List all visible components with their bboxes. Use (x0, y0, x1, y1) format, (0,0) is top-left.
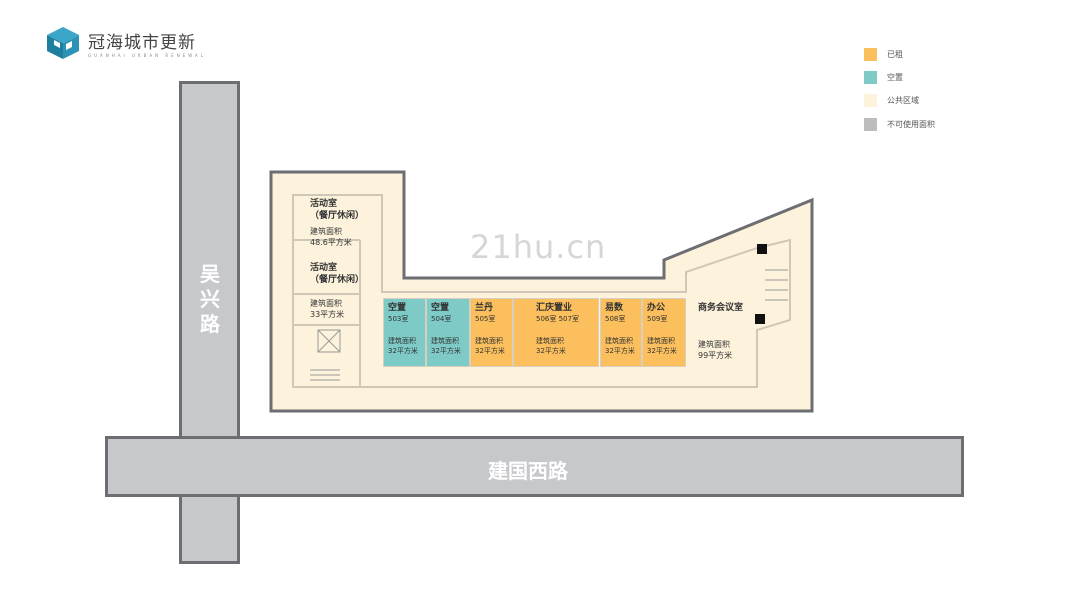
area-label: 建筑面积 (310, 299, 342, 308)
unit-number: 504室 (431, 315, 452, 323)
unit-name: 空置 (388, 303, 407, 313)
area-label: 建筑面积 (698, 340, 730, 349)
logo-cube-icon (47, 27, 79, 59)
area-value: 32平方米 (647, 347, 677, 355)
legend-swatch (864, 71, 877, 84)
legend-item-leased: 已租 (864, 48, 903, 61)
legend-label: 不可使用面积 (887, 120, 935, 129)
unit-name: 兰丹 (475, 303, 494, 313)
legend-label: 已租 (887, 50, 903, 59)
area-value: 32平方米 (388, 347, 418, 355)
legend-swatch (864, 94, 877, 107)
area-value: 32平方米 (605, 347, 635, 355)
activity-room-2: 活动室 （餐厅休闲） (310, 262, 364, 286)
unit-508[interactable]: 易数 508室建筑面积 32平方米 (600, 298, 642, 367)
legend-item-vacant: 空置 (864, 71, 903, 84)
area-value: 32平方米 (475, 347, 505, 355)
legend-item-public: 公共区域 (864, 94, 919, 107)
unit-506-507[interactable]: 汇庆置业 506室 507室建筑面积 32平方米 (513, 298, 599, 367)
unit-name: 办公 (647, 303, 666, 313)
unit-504[interactable]: 空置 504室建筑面积 32平方米 (426, 298, 470, 367)
unit-509[interactable]: 办公 509室建筑面积 32平方米 (642, 298, 686, 367)
area-label: 建筑面积 (647, 337, 675, 345)
area-value: 32平方米 (536, 347, 566, 355)
road-label-jianguoxi: 建国西路 (488, 459, 568, 483)
legend-label: 空置 (887, 73, 903, 82)
road-label-wuxing: 吴兴路 (200, 262, 220, 336)
unit-number: 503室 (388, 315, 409, 323)
area-label: 建筑面积 (310, 227, 342, 236)
unit-503[interactable]: 空置 503室建筑面积 32平方米 (383, 298, 426, 367)
unit-name: 易数 (605, 303, 624, 313)
area-value: 48.6平方米 (310, 238, 352, 247)
area-label: 建筑面积 (605, 337, 633, 345)
logo: 冠海城市更新 GUANHAI URBAN RENEWAL (46, 26, 206, 60)
area-label: 建筑面积 (431, 337, 459, 345)
watermark: 21hu.cn (470, 228, 607, 266)
area-label: 建筑面积 (388, 337, 416, 345)
area-label: 建筑面积 (536, 337, 564, 345)
logo-subtitle: GUANHAI URBAN RENEWAL (88, 53, 206, 58)
area-value: 33平方米 (310, 310, 345, 319)
unit-number: 505室 (475, 315, 496, 323)
area-label: 建筑面积 (475, 337, 503, 345)
unit-number: 506室 507室 (536, 315, 579, 323)
area-value: 32平方米 (431, 347, 461, 355)
unit-name: 空置 (431, 303, 450, 313)
unit-505[interactable]: 兰丹 505室建筑面积 32平方米 (470, 298, 513, 367)
room-name: 商务会议室 (698, 303, 744, 313)
legend-swatch (864, 118, 877, 131)
logo-name: 冠海城市更新 (88, 33, 196, 53)
room-33: 建筑面积 33平方米 (310, 298, 344, 320)
road-intersection (182, 439, 237, 494)
legend-swatch (864, 48, 877, 61)
activity-room-1: 活动室 （餐厅休闲） 建筑面积 48.6平方米 (310, 198, 364, 248)
unit-number: 509室 (647, 315, 668, 323)
unit-name: 汇庆置业 (536, 303, 573, 313)
meeting-room[interactable]: 商务会议室 建筑面积 99平方米 (698, 303, 743, 361)
unit-number: 508室 (605, 315, 626, 323)
area-value: 99平方米 (698, 351, 733, 360)
room-sub: （餐厅休闲） (310, 275, 365, 285)
room-name: 活动室 (310, 263, 338, 273)
room-name: 活动室 (310, 199, 338, 209)
road-jianguoxi (105, 436, 964, 497)
legend-item-unusable: 不可使用面积 (864, 118, 935, 131)
room-sub: （餐厅休闲） (310, 211, 365, 221)
legend-label: 公共区域 (887, 96, 919, 105)
